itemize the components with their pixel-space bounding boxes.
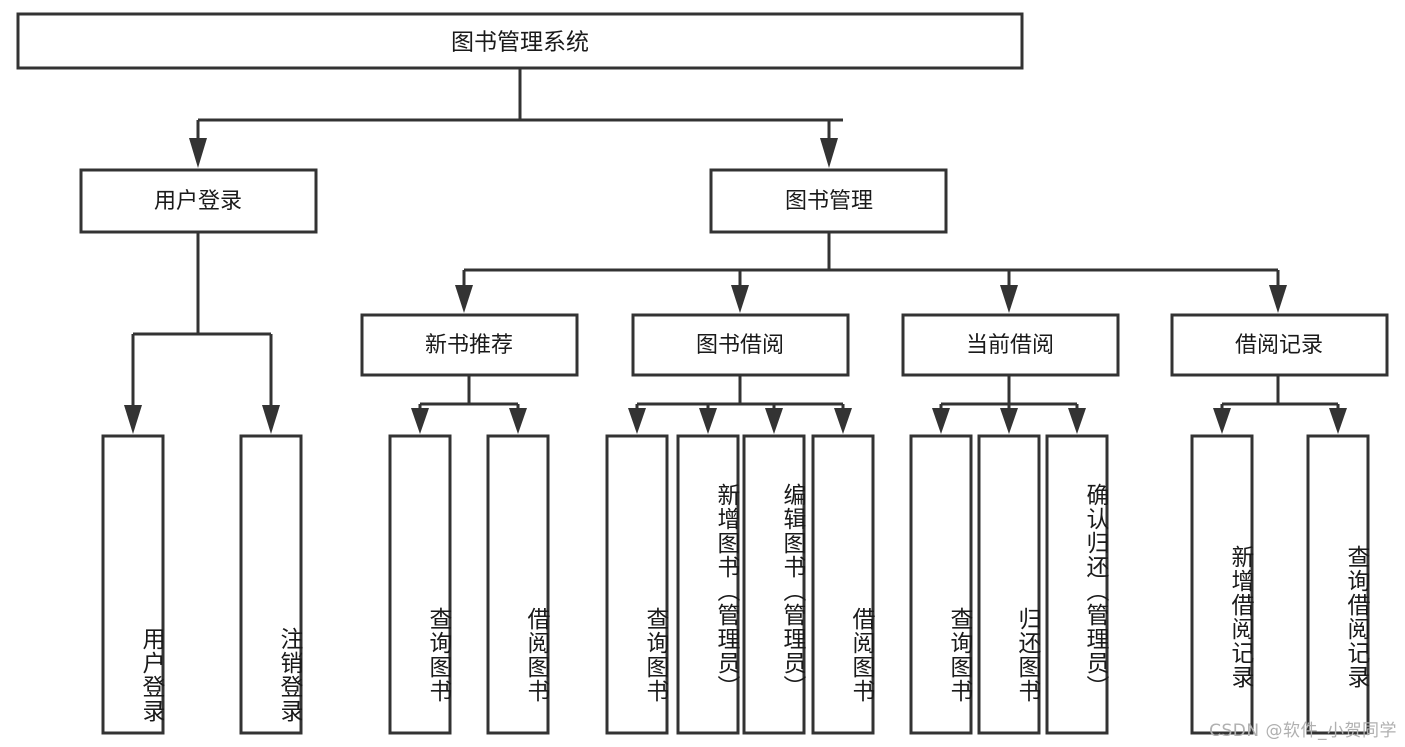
connector-borrowrecord-to-leaves: [1213, 375, 1347, 434]
leaf-box-confirm-return[interactable]: [1045, 434, 1109, 735]
node-book-borrow-label: 图书借阅: [696, 333, 784, 358]
leaf-box-return-book[interactable]: [977, 434, 1041, 735]
node-new-book-recommend-label: 新书推荐: [425, 333, 513, 358]
node-borrow-record-label: 借阅记录: [1235, 333, 1323, 358]
leaf-box-query-book-2[interactable]: [605, 434, 669, 735]
node-user-login[interactable]: 用户登录: [79, 168, 318, 234]
node-new-book-recommend[interactable]: 新书推荐: [360, 313, 579, 377]
leaf-box-add-record[interactable]: [1190, 434, 1254, 735]
node-root[interactable]: 图书管理系统: [16, 12, 1024, 70]
leaf-boxes: [101, 434, 1370, 735]
csdn-watermark: CSDN @软件_小贺同学: [1209, 721, 1397, 741]
node-borrow-record[interactable]: 借阅记录: [1170, 313, 1389, 377]
leaf-box-borrow-book-1[interactable]: [486, 434, 550, 735]
node-current-borrow[interactable]: 当前借阅: [901, 313, 1120, 377]
node-user-login-label: 用户登录: [154, 189, 242, 214]
connector-bookmgmt-to-level3: [455, 232, 1287, 313]
connector-bookborrow-to-leaves: [628, 375, 852, 434]
leaf-box-query-book-3[interactable]: [909, 434, 973, 735]
connector-currentborrow-to-leaves: [932, 375, 1086, 434]
node-book-management[interactable]: 图书管理: [709, 168, 948, 234]
node-book-borrow[interactable]: 图书借阅: [631, 313, 850, 377]
node-current-borrow-label: 当前借阅: [966, 333, 1054, 358]
node-book-management-label: 图书管理: [785, 189, 873, 214]
node-root-label: 图书管理系统: [451, 30, 589, 56]
leaf-box-query-record[interactable]: [1306, 434, 1370, 735]
leaf-box-user-login[interactable]: [101, 434, 165, 735]
leaf-box-add-book[interactable]: [676, 434, 740, 735]
connector-userlogin-to-leaves: [124, 232, 280, 434]
leaf-box-edit-book[interactable]: [742, 434, 806, 735]
leaf-box-query-book-1[interactable]: [388, 434, 452, 735]
connector-newbook-to-leaves: [411, 375, 527, 434]
connector-root-to-level2: [189, 68, 843, 168]
leaf-box-borrow-book-2[interactable]: [811, 434, 875, 735]
leaf-box-logout-login[interactable]: [239, 434, 303, 735]
